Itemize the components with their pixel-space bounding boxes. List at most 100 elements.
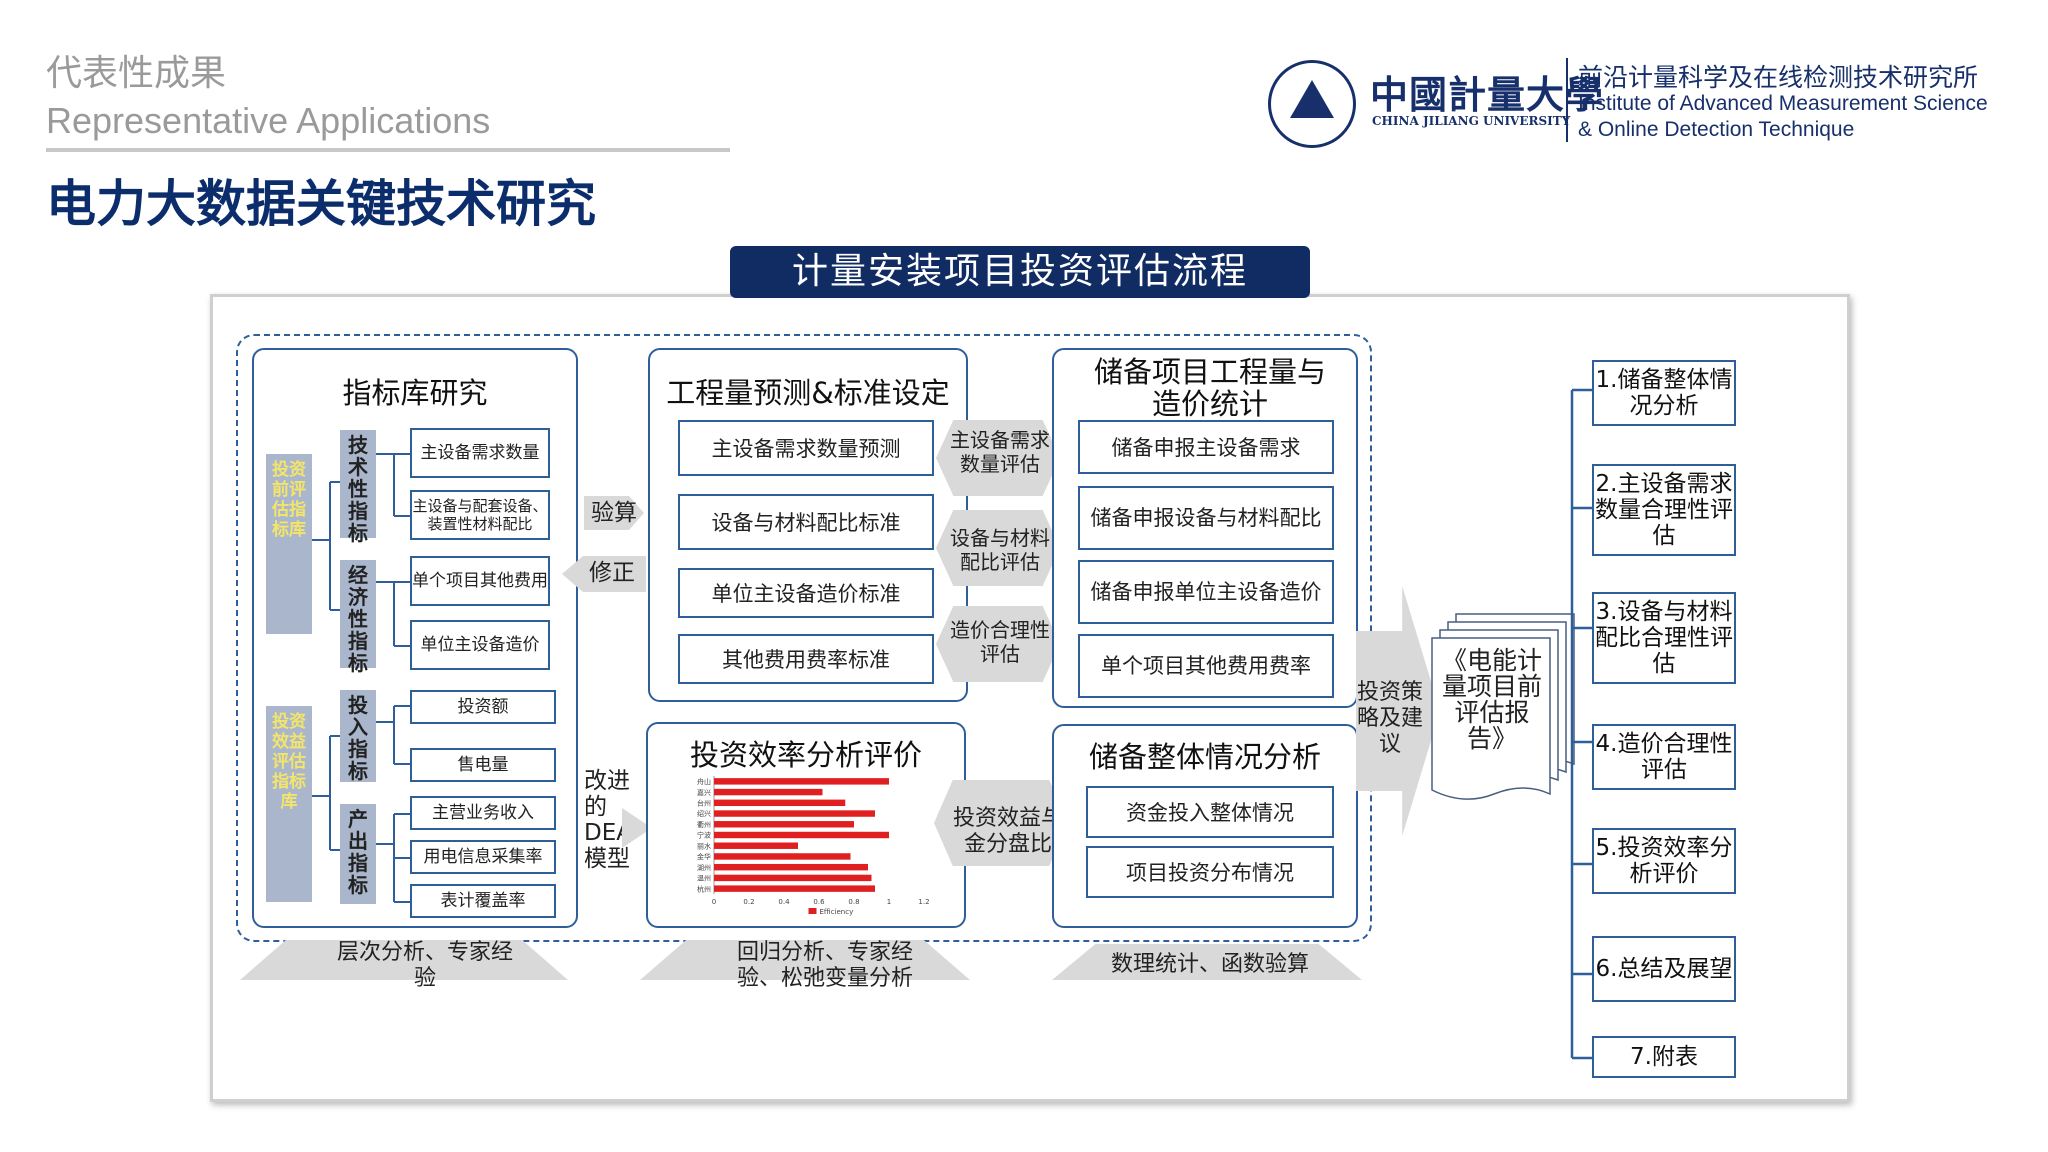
index-item-main-equipment-demand: 主设备需求数量 — [410, 428, 550, 478]
report-title: 《电能计量项目前评估报告》 — [1441, 646, 1542, 753]
chart-bar — [714, 799, 846, 807]
chart-bar — [714, 821, 854, 828]
chart-bar — [714, 853, 851, 860]
compare-arrow-2-icon — [936, 510, 1060, 586]
chart-tick-label: 1.2 — [918, 898, 929, 906]
reserve-item-3: 储备申报单位主设备造价 — [1078, 560, 1334, 624]
chart-legend-label: Efficiency — [820, 908, 854, 916]
method-label-1: 层次分析、专家经验 — [336, 940, 513, 991]
category-technical: 技术性指标 — [340, 430, 376, 544]
standard-item-4: 其他费用费率标准 — [678, 634, 934, 684]
chart-category-label: 湖州 — [697, 863, 711, 872]
logo-divider — [1566, 58, 1568, 142]
section-title-cn: 代表性成果 — [46, 53, 227, 94]
compare-label-2: 设备与材料配比评估 — [950, 526, 1050, 574]
chart-bar — [714, 788, 823, 796]
output-item-4: 4.造价合理性评估 — [1592, 724, 1736, 790]
institute-name-en-1: Institute of Advanced Measurement Scienc… — [1578, 92, 1988, 115]
page-title: 电力大数据关键技术研究 — [46, 175, 596, 233]
method-base-1 — [240, 940, 568, 980]
standard-item-1: 主设备需求数量预测 — [678, 420, 934, 476]
header-divider — [46, 148, 730, 152]
compare-arrow-1-icon — [936, 420, 1060, 496]
index-item-unit-equipment-cost: 单位主设备造价 — [410, 620, 550, 670]
chart-bar — [714, 885, 875, 892]
chart-category-label: 金华 — [697, 852, 711, 861]
chart-category-label: 衢州 — [697, 820, 711, 829]
diagram-banner: 计量安装项目投资评估流程 — [730, 246, 1310, 298]
institute-name-en-2: & Online Detection Technique — [1578, 118, 1855, 141]
output-item-7: 7.附表 — [1592, 1036, 1736, 1078]
index-item-main-revenue: 主营业务收入 — [410, 796, 556, 830]
university-name-cn: 中國計量大學 — [1370, 72, 1605, 117]
output-item-5: 5.投资效率分析评价 — [1592, 828, 1736, 894]
compare-arrow-3-icon — [936, 606, 1060, 682]
output-item-3: 3.设备与材料配比合理性评估 — [1592, 592, 1736, 684]
output-item-2: 2.主设备需求数量合理性评估 — [1592, 464, 1736, 556]
reserve-item-1: 储备申报主设备需求 — [1078, 420, 1334, 474]
index-item-meter-coverage: 表计覆盖率 — [410, 884, 556, 918]
chart-bar — [714, 842, 798, 849]
category-output: 产出指标 — [340, 804, 376, 904]
chart-category-label: 台州 — [697, 799, 711, 808]
seal-triangle-icon — [1290, 80, 1334, 118]
panel1-connectors — [312, 453, 410, 903]
method-label-2: 回归分析、专家经验、松弛变量分析 — [736, 940, 913, 991]
output-item-6: 6.总结及展望 — [1592, 936, 1736, 1002]
chart-bar — [714, 778, 889, 785]
chart-tick-label: 1 — [887, 898, 891, 906]
chart-category-label: 丽水 — [697, 841, 711, 850]
chart-tick-label: 0.8 — [848, 898, 859, 906]
chart-category-label: 舟山 — [697, 777, 711, 786]
reserve-item-2: 储备申报设备与材料配比 — [1078, 486, 1334, 550]
chart-bar — [714, 874, 872, 882]
overall-item-1: 资金投入整体情况 — [1086, 786, 1334, 838]
group-investment-benefit-library: 投资效益评估指标库 — [266, 706, 312, 902]
university-seal-icon — [1268, 60, 1356, 148]
benefit-compare-arrow-icon — [934, 780, 1068, 866]
chart-bar — [714, 831, 889, 839]
index-item-electricity-sales: 售电量 — [410, 748, 556, 782]
method-label-3: 数理统计、函数验算 — [1110, 952, 1309, 977]
group-pre-investment-library: 投资前评估指标库 — [266, 454, 312, 634]
overall-item-2: 项目投资分布情况 — [1086, 846, 1334, 898]
verify-label: 验算 — [591, 500, 637, 526]
panel-quantity-forecast-title: 工程量预测&标准设定 — [666, 376, 950, 410]
chart-bar — [714, 810, 875, 817]
compare-label-3: 造价合理性评估 — [950, 618, 1050, 666]
method-base-2 — [640, 940, 970, 980]
output-bracket — [1570, 388, 1606, 1060]
correct-arrow-icon — [562, 556, 646, 592]
index-item-investment: 投资额 — [410, 690, 556, 724]
panel-reserve-statistics-title: 储备项目工程量与造价统计 — [1093, 355, 1326, 421]
panel-index-library-title: 指标库研究 — [342, 376, 488, 410]
chart-category-label: 温州 — [697, 874, 711, 883]
chart-legend-swatch — [808, 908, 817, 914]
university-name-en: CHINA JILIANG UNIVERSITY — [1372, 114, 1571, 128]
chart-tick-label: 0.2 — [743, 898, 754, 906]
output-item-1: 1.储备整体情况分析 — [1592, 360, 1736, 426]
chart-category-label: 宁波 — [697, 831, 711, 840]
panel-overall-analysis-title: 储备整体情况分析 — [1088, 740, 1321, 774]
chart-bar — [714, 863, 868, 871]
panel-efficiency-analysis-title: 投资效率分析评价 — [689, 738, 922, 772]
method-base-3 — [1052, 944, 1362, 980]
section-title-en: Representative Applications — [46, 100, 491, 141]
reserve-item-4: 单个项目其他费用费率 — [1078, 634, 1334, 698]
chart-tick-label: 0 — [712, 898, 716, 906]
standard-item-3: 单位主设备造价标准 — [678, 568, 934, 618]
chart-tick-label: 0.4 — [778, 898, 790, 906]
chart-category-label: 嘉兴 — [697, 788, 711, 797]
index-item-other-costs: 单个项目其他费用 — [410, 556, 550, 606]
strategy-label: 投资策略及建议 — [1356, 680, 1423, 757]
chart-tick-label: 0.6 — [813, 898, 825, 906]
institute-name-cn: 前沿计量科学及在线检测技术研究所 — [1578, 63, 1979, 92]
index-item-equipment-material-ratio: 主设备与配套设备、装置性材料配比 — [410, 490, 550, 540]
compare-label-1: 主设备需求数量评估 — [950, 428, 1050, 476]
category-economic: 经济性指标 — [340, 560, 376, 674]
chart-category-label: 杭州 — [697, 884, 711, 893]
category-input: 投入指标 — [340, 690, 376, 782]
standard-item-2: 设备与材料配比标准 — [678, 494, 934, 550]
correct-label: 修正 — [589, 560, 635, 586]
